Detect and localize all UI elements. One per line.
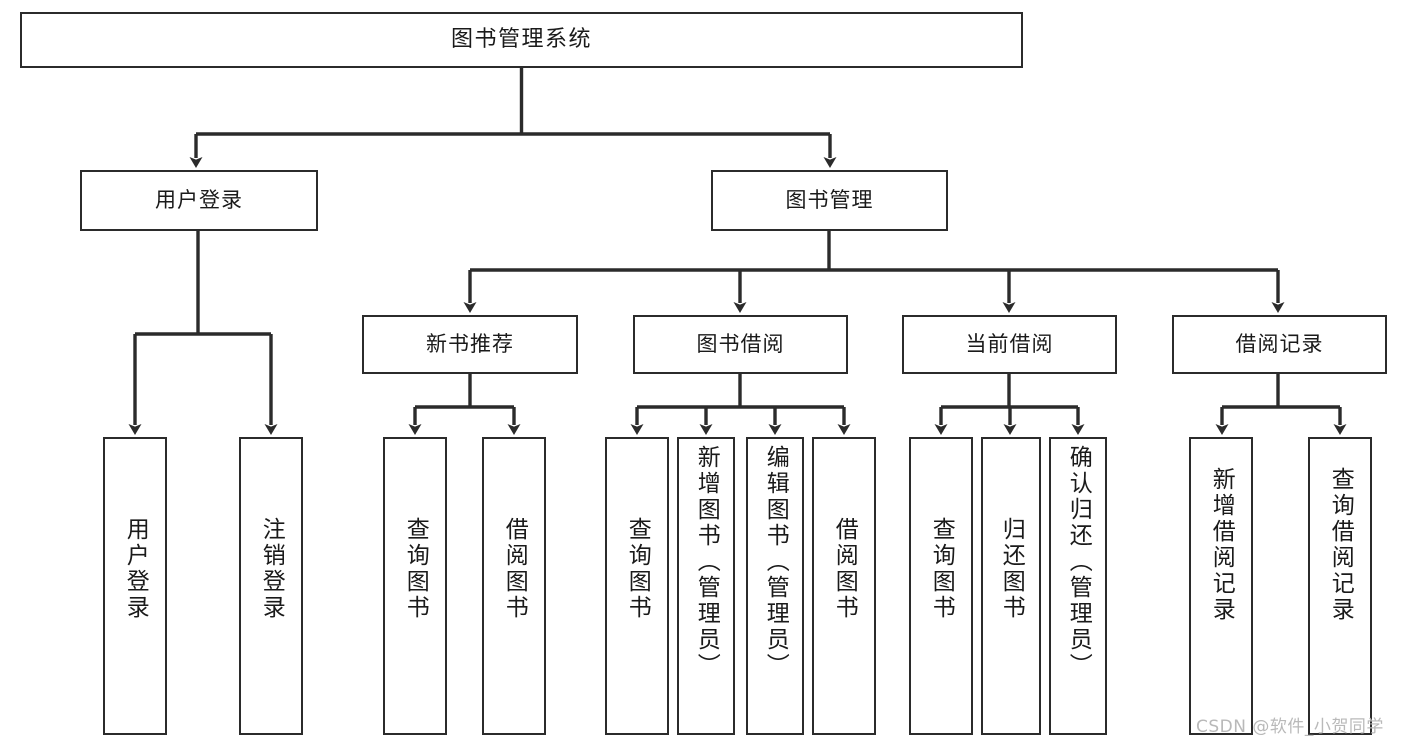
node-book-borrow[interactable]: 图书借阅 (633, 315, 848, 374)
node-label: 图书管理系统 (450, 26, 592, 52)
node-label: 用户登录 (155, 187, 243, 212)
node-label: 新增图书（管理员） (693, 445, 720, 679)
node-current-borrow[interactable]: 当前借阅 (902, 315, 1117, 374)
node-label: 注销登录 (258, 517, 285, 621)
leaf-current-borrow-return-book[interactable]: 归还图书 (981, 437, 1041, 735)
node-user-login[interactable]: 用户登录 (80, 170, 318, 231)
leaf-borrow-record-query-record[interactable]: 查询借阅记录 (1308, 437, 1372, 735)
node-label: 新书推荐 (426, 331, 514, 356)
node-new-book-recommend[interactable]: 新书推荐 (362, 315, 578, 374)
leaf-current-borrow-query-book[interactable]: 查询图书 (909, 437, 973, 735)
csdn-watermark: CSDN @软件_小贺同学 (1196, 717, 1384, 737)
node-label: 归还图书 (998, 517, 1025, 621)
node-label: 确认归还（管理员） (1065, 445, 1092, 679)
node-label: 查询借阅记录 (1327, 467, 1354, 623)
leaf-book-borrow-borrow-book[interactable]: 借阅图书 (812, 437, 876, 735)
leaf-book-borrow-add-book-admin[interactable]: 新增图书（管理员） (677, 437, 735, 735)
node-root-book-management-system[interactable]: 图书管理系统 (20, 12, 1023, 68)
leaf-book-borrow-query-book[interactable]: 查询图书 (605, 437, 669, 735)
node-label: 编辑图书（管理员） (762, 445, 789, 679)
node-label: 图书借阅 (696, 331, 785, 356)
node-label: 新增借阅记录 (1208, 467, 1235, 623)
leaf-user-login-login[interactable]: 用户登录 (103, 437, 167, 735)
node-label: 用户登录 (122, 517, 149, 621)
node-borrow-record[interactable]: 借阅记录 (1172, 315, 1387, 374)
node-label: 查询图书 (928, 517, 955, 621)
node-label: 查询图书 (402, 517, 429, 621)
leaf-user-login-logout[interactable]: 注销登录 (239, 437, 303, 735)
leaf-current-borrow-confirm-return-admin[interactable]: 确认归还（管理员） (1049, 437, 1107, 735)
node-label: 借阅图书 (501, 517, 528, 621)
leaf-new-book-query-book[interactable]: 查询图书 (383, 437, 447, 735)
leaf-book-borrow-edit-book-admin[interactable]: 编辑图书（管理员） (746, 437, 804, 735)
leaf-borrow-record-add-record[interactable]: 新增借阅记录 (1189, 437, 1253, 735)
node-label: 借阅记录 (1235, 331, 1324, 356)
node-label: 借阅图书 (831, 517, 858, 621)
node-label: 当前借阅 (965, 331, 1054, 356)
node-label: 图书管理 (785, 187, 874, 212)
node-label: 查询图书 (624, 517, 651, 621)
leaf-new-book-borrow-book[interactable]: 借阅图书 (482, 437, 546, 735)
node-book-management[interactable]: 图书管理 (711, 170, 948, 231)
